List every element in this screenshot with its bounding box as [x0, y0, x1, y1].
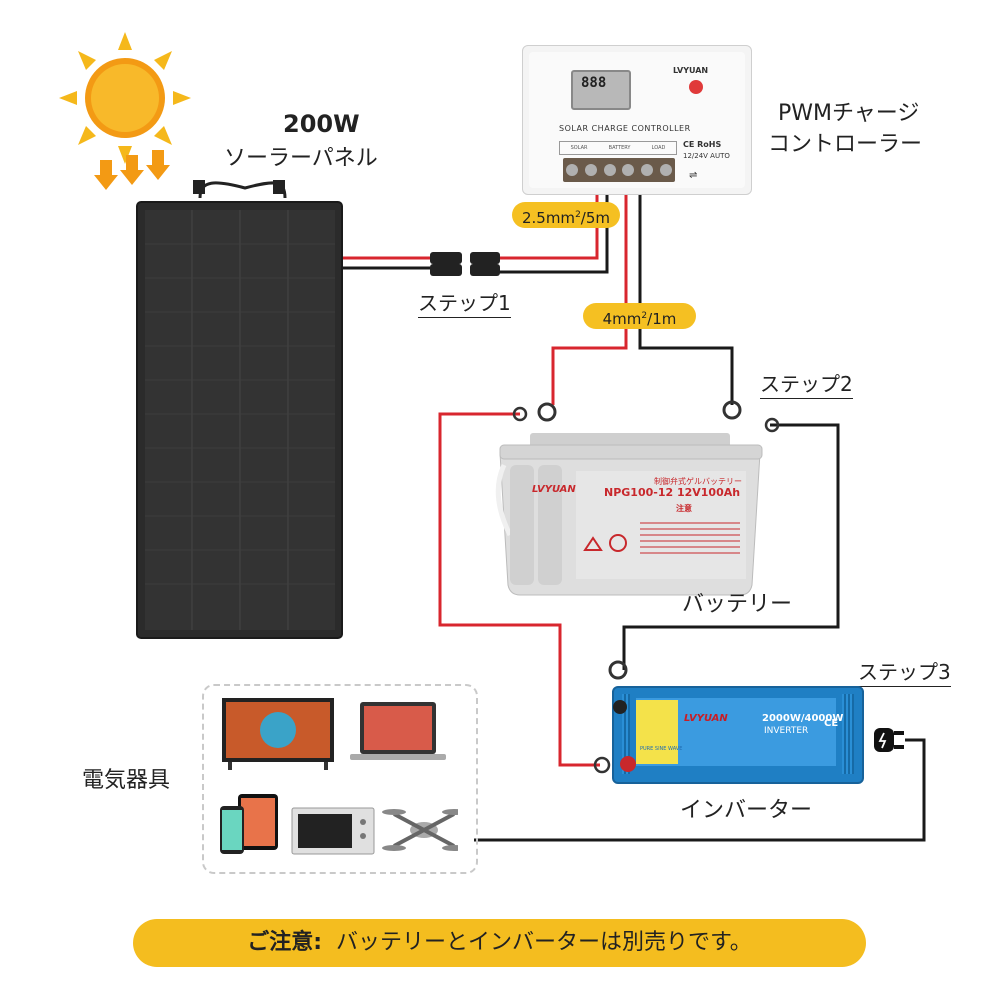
- sun-icon: [59, 32, 191, 190]
- inverter-wave: PURE SINE WAVE: [640, 746, 683, 752]
- microwave-icon: [291, 807, 375, 855]
- controller-label-line1: PWMチャージ: [778, 101, 920, 126]
- notice-text: バッテリーとインバーターは別売りです。: [336, 930, 752, 955]
- wire-size-solar-length: /5m: [580, 209, 611, 227]
- controller-voltage: 12/24V AUTO: [683, 152, 730, 160]
- laptop-icon: [350, 702, 446, 760]
- controller-title: SOLAR CHARGE CONTROLLER: [559, 124, 691, 133]
- usb-icon: ⇌: [689, 170, 698, 181]
- wire-size-battery-value: 4mm: [602, 310, 642, 328]
- drone-icon: [382, 809, 458, 851]
- ring-terminal: [608, 660, 628, 680]
- solar-panel-label: ソーラーパネル: [224, 146, 378, 171]
- solar-panel: [136, 180, 343, 639]
- wire-size-solar-sup: 2: [575, 210, 581, 220]
- wire-battery-red: [551, 192, 628, 405]
- inverter-terminal-black: [613, 700, 627, 714]
- appliances-label: 電気器具: [82, 768, 171, 793]
- ring-terminal: [537, 402, 557, 422]
- terminal-block: [563, 158, 675, 182]
- step-3: ステップ3: [858, 656, 951, 687]
- cert-marks: CE RoHS: [683, 140, 722, 149]
- notice-bold: ご注意:: [247, 930, 322, 955]
- tv-icon: [222, 698, 334, 770]
- wire-size-battery: 4mm2/1m: [583, 303, 696, 329]
- appliance-icons: [220, 698, 458, 855]
- inverter-label: インバーター: [680, 798, 813, 823]
- inverter-kind: INVERTER: [764, 726, 809, 736]
- notice-banner: ご注意: バッテリーとインバーターは別売りです。: [133, 919, 866, 967]
- wire-inverter-black: [622, 423, 840, 670]
- wire-size-solar-value: 2.5mm: [521, 209, 576, 227]
- ring-terminal: [512, 406, 528, 422]
- wire-size-solar: 2.5mm2/5m: [512, 202, 620, 228]
- wire-size-battery-sup: 2: [641, 311, 648, 321]
- step-2: ステップ2: [760, 368, 853, 399]
- ring-terminal: [722, 400, 742, 420]
- port-label-load: LOAD: [651, 145, 666, 151]
- wave-panel: PURE SINE WAVE: [636, 700, 682, 764]
- lcd-display: 888: [571, 70, 631, 110]
- port-label-battery: BATTERY: [608, 145, 631, 151]
- battery: [495, 433, 763, 596]
- wire-appliance: [474, 738, 926, 842]
- battery-caution: 注意: [676, 504, 692, 513]
- wire-size-battery-length: /1m: [647, 310, 677, 328]
- battery-type: 制御弁式ゲルバッテリー: [654, 477, 742, 486]
- step-1: ステップ1: [418, 287, 511, 318]
- inverter-brand: LVYUAN: [684, 713, 728, 724]
- charge-controller: 888 LVYUAN SOLAR CHARGE CONTROLLER CE Ro…: [522, 45, 752, 195]
- indicator-light: [689, 80, 703, 94]
- ring-terminal: [593, 756, 611, 774]
- wire-inverter-red: [438, 412, 600, 767]
- port-labels: SOLAR BATTERY LOAD: [559, 141, 677, 155]
- controller-label-line2: コントローラー: [768, 132, 923, 157]
- ring-terminal: [764, 417, 780, 433]
- phone-tablet-icon: [220, 794, 278, 854]
- lcd-value: 888: [581, 75, 607, 91]
- mc4-connector: [430, 252, 500, 276]
- appliance-group: [202, 684, 478, 874]
- port-label-solar: SOLAR: [570, 145, 588, 151]
- solar-panel-watt: 200W: [283, 110, 360, 138]
- battery-label: バッテリー: [682, 592, 793, 617]
- battery-brand: LVYUAN: [532, 484, 576, 495]
- inverter-terminal-red: [620, 756, 636, 772]
- plug-icon: [874, 728, 904, 752]
- inverter-ce: CE: [824, 718, 839, 729]
- sun-ray-arrows: [94, 150, 170, 190]
- wire-battery-black: [638, 192, 734, 405]
- inverter-power: 2000W/4000W: [762, 713, 844, 724]
- controller-brand: LVYUAN: [673, 66, 709, 75]
- battery-model: NPG100-12 12V100Ah: [604, 486, 741, 499]
- inverter: PURE SINE WAVE LVYUAN 2000W/4000W INVERT…: [612, 686, 864, 784]
